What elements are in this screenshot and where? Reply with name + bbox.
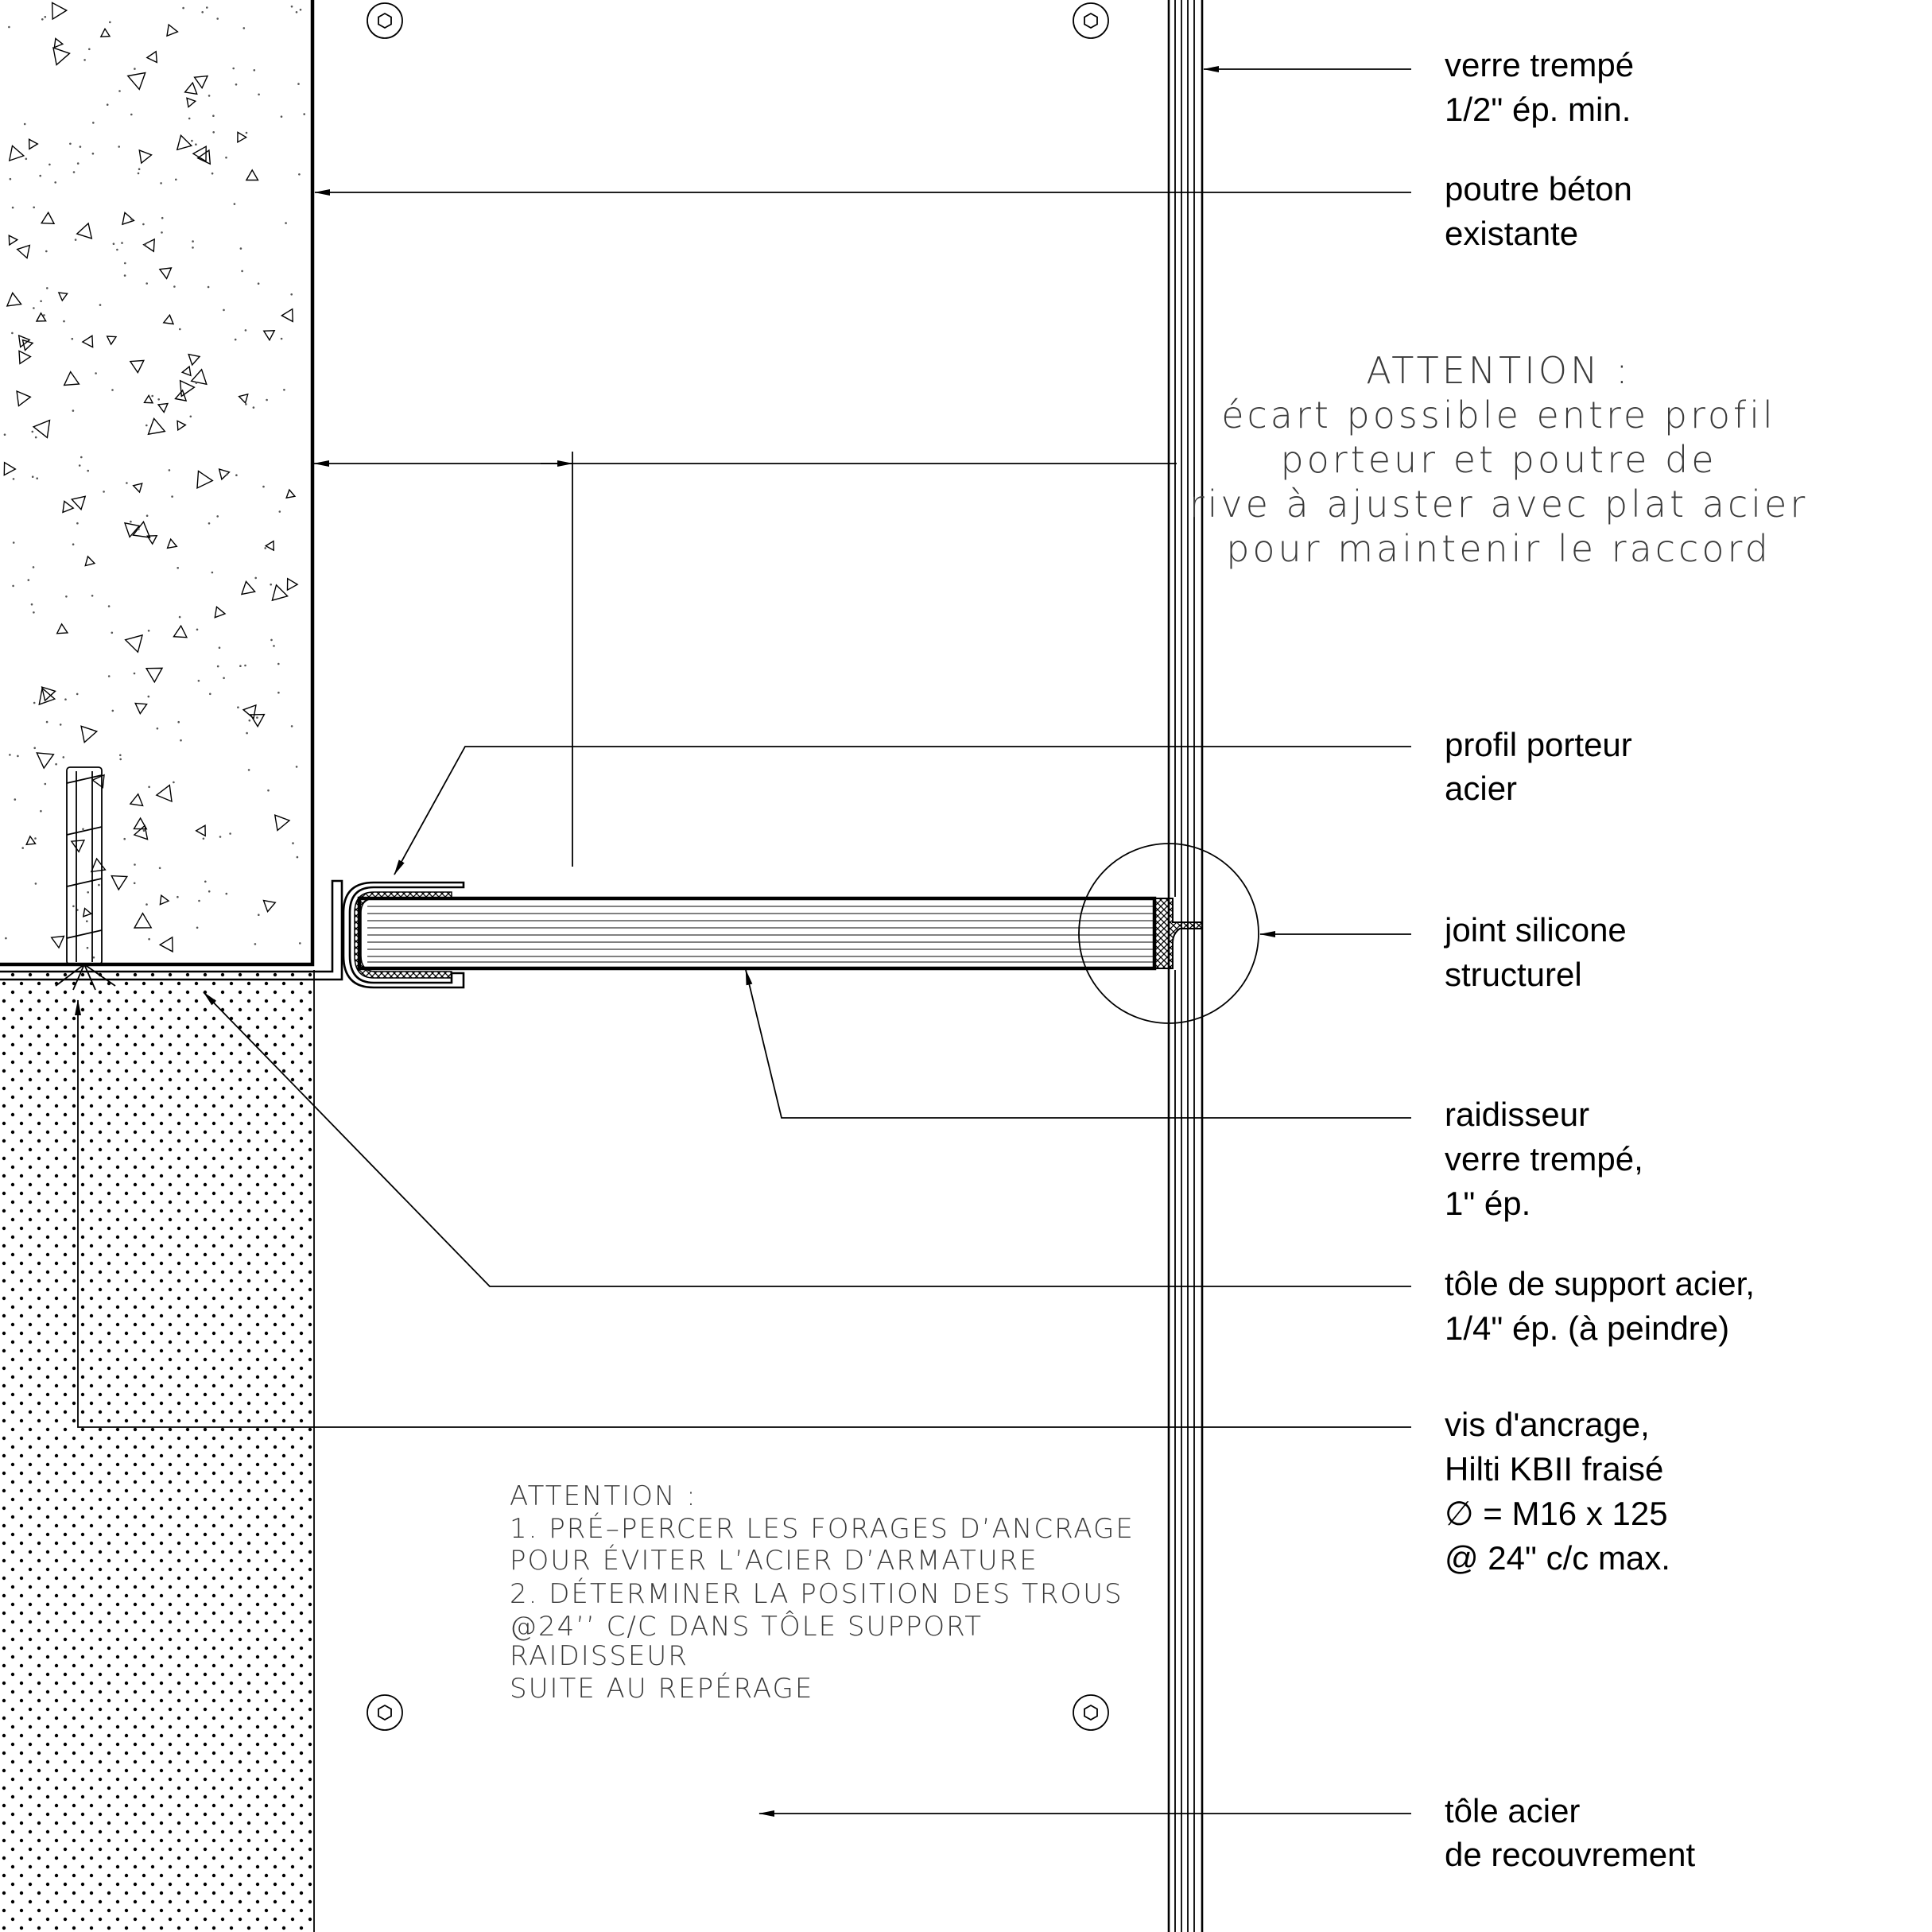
steel-support-plate: [0, 879, 343, 981]
leader-lines: [75, 66, 1411, 1817]
label-vis-ancrage: vis d'ancrage, Hilti KBII fraisé ∅ = M16…: [1445, 1406, 1670, 1577]
label-joint-silicone: joint silicone structurel: [1443, 911, 1627, 993]
screw-head-icon: [367, 2, 403, 39]
screw-head-icon: [1073, 2, 1109, 39]
tempered-glass-panel: [1167, 0, 1204, 1932]
svg-text:∅ = M16 x 125: ∅ = M16 x 125: [1445, 1495, 1668, 1532]
concrete-aggregate-pattern: [3, 2, 306, 959]
svg-text:existante: existante: [1445, 215, 1578, 252]
svg-text:@ 24" c/c max.: @ 24" c/c max.: [1445, 1539, 1670, 1577]
glass-fin-stiffener: [357, 896, 1157, 971]
svg-text:Hilti KBII fraisé: Hilti KBII fraisé: [1445, 1450, 1663, 1488]
svg-text:POUR ÉVITER L’ACIER D’ARMATURE: POUR ÉVITER L’ACIER D’ARMATURE: [510, 1544, 1038, 1577]
dotted-substrate: [0, 970, 315, 1932]
svg-text:verre trempé: verre trempé: [1445, 46, 1634, 83]
label-raidisseur: raidisseur verre trempé, 1" ép.: [1445, 1096, 1643, 1222]
screw-head-icon: [367, 1694, 403, 1731]
attention-note-drilling: ATTENTION : 1. PRÉ–PERCER LES FORAGES D’…: [510, 1480, 1135, 1705]
attention-note-gap: ATTENTION : écart possible entre profil …: [1189, 349, 1809, 570]
svg-text:1. PRÉ–PERCER LES FORAGES D’AN: 1. PRÉ–PERCER LES FORAGES D’ANCRAGE: [510, 1512, 1135, 1545]
anchor-screw: [55, 766, 116, 991]
svg-text:raidisseur: raidisseur: [1445, 1096, 1589, 1133]
gap-dimension: [313, 452, 1177, 867]
svg-text:écart possible entre profil: écart possible entre profil: [1221, 394, 1776, 436]
label-profil-porteur: profil porteur acier: [1445, 726, 1632, 807]
svg-text:rive à ajuster avec plat acier: rive à ajuster avec plat acier: [1189, 483, 1809, 526]
svg-text:pour maintenir le raccord: pour maintenir le raccord: [1226, 527, 1771, 570]
svg-text:1/4" ép. (à peindre): 1/4" ép. (à peindre): [1445, 1309, 1729, 1347]
svg-text:ATTENTION :: ATTENTION :: [1366, 349, 1631, 392]
svg-text:poutre béton: poutre béton: [1445, 170, 1632, 208]
svg-text:tôle acier: tôle acier: [1445, 1792, 1580, 1829]
svg-text:structurel: structurel: [1445, 956, 1582, 993]
label-poutre-beton: poutre béton existante: [1445, 170, 1632, 252]
label-tole-recouvrement: tôle acier de recouvrement: [1445, 1792, 1695, 1873]
svg-text:joint silicone: joint silicone: [1443, 911, 1627, 949]
svg-text:1/2" ép. min.: 1/2" ép. min.: [1445, 91, 1631, 128]
svg-text:vis d'ancrage,: vis d'ancrage,: [1445, 1406, 1650, 1443]
svg-text:2. DÉTERMINER LA POSITION DES: 2. DÉTERMINER LA POSITION DES TROUS: [510, 1577, 1123, 1610]
svg-text:tôle de support acier,: tôle de support acier,: [1445, 1265, 1755, 1302]
svg-text:ATTENTION :: ATTENTION :: [510, 1480, 697, 1512]
svg-text:de recouvrement: de recouvrement: [1445, 1836, 1695, 1873]
label-verre-trempe: verre trempé 1/2" ép. min.: [1445, 46, 1634, 128]
svg-text:profil porteur: profil porteur: [1445, 726, 1632, 763]
svg-text:porteur et poutre de: porteur et poutre de: [1280, 438, 1717, 481]
svg-text:SUITE AU REPÉRAGE: SUITE AU REPÉRAGE: [510, 1672, 813, 1705]
svg-text:acier: acier: [1445, 770, 1517, 807]
svg-text:@24’’ C/C DANS TÔLE SUPPORT: @24’’ C/C DANS TÔLE SUPPORT: [510, 1610, 983, 1643]
svg-text:1" ép.: 1" ép.: [1445, 1185, 1530, 1222]
svg-text:verre trempé,: verre trempé,: [1445, 1140, 1643, 1177]
concrete-beam: [0, 0, 315, 967]
label-tole-support: tôle de support acier, 1/4" ép. (à peind…: [1445, 1265, 1755, 1347]
svg-text:RAIDISSEUR: RAIDISSEUR: [510, 1640, 689, 1672]
screw-head-icon: [1073, 1694, 1109, 1731]
